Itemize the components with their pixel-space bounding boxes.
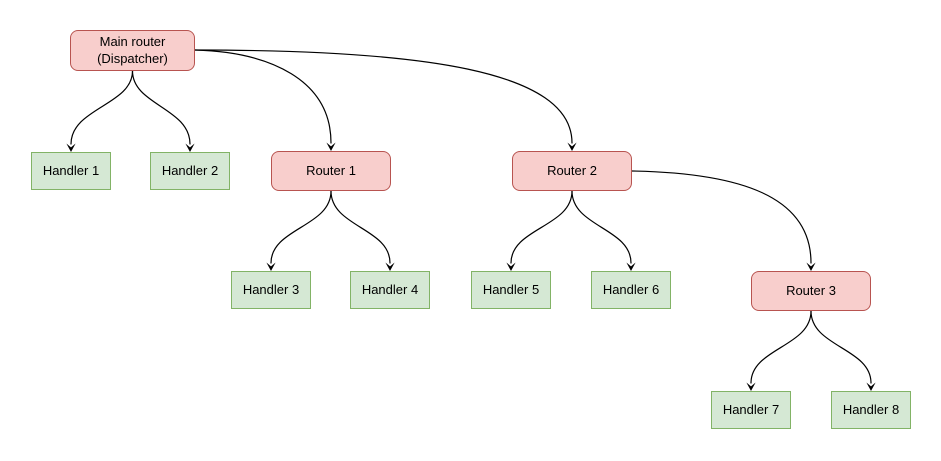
arrow-handler-8	[866, 382, 876, 391]
edge-r1-h4	[330, 190, 391, 264]
node-handler-2[interactable]: Handler 2	[150, 152, 230, 190]
node-handler-8[interactable]: Handler 8	[831, 391, 911, 429]
arrow-handler-5	[506, 262, 516, 271]
edge-main-h1	[70, 70, 134, 145]
arrow-handler-7	[746, 382, 756, 391]
arrow-handler-6	[626, 262, 636, 271]
node-handler-3[interactable]: Handler 3	[231, 271, 311, 309]
node-handler-5[interactable]: Handler 5	[471, 271, 551, 309]
arrow-handler-1	[66, 143, 76, 152]
node-main-router[interactable]: Main router (Dispatcher)	[70, 30, 195, 71]
edge-r2-r3	[631, 170, 812, 264]
node-router-3[interactable]: Router 3	[751, 271, 871, 311]
node-handler-4[interactable]: Handler 4	[350, 271, 430, 309]
node-router-1[interactable]: Router 1	[271, 151, 391, 191]
edge-r3-h8	[810, 310, 872, 384]
edge-r2-h5	[510, 190, 573, 264]
edge-main-r2	[194, 49, 573, 144]
edge-r2-h6	[571, 190, 632, 264]
edge-main-h2	[131, 70, 191, 145]
node-handler-6[interactable]: Handler 6	[591, 271, 671, 309]
edge-r1-h3	[270, 190, 332, 264]
arrow-handler-3	[266, 262, 276, 271]
arrow-router-2	[567, 142, 577, 151]
arrow-handler-4	[385, 262, 395, 271]
arrow-router-1	[326, 142, 336, 151]
node-handler-1[interactable]: Handler 1	[31, 152, 111, 190]
node-handler-7[interactable]: Handler 7	[711, 391, 791, 429]
arrow-router-3	[806, 262, 816, 271]
arrow-handler-2	[185, 143, 195, 152]
edge-main-r1	[194, 49, 332, 144]
edge-r3-h7	[750, 310, 812, 384]
node-router-2[interactable]: Router 2	[512, 151, 632, 191]
